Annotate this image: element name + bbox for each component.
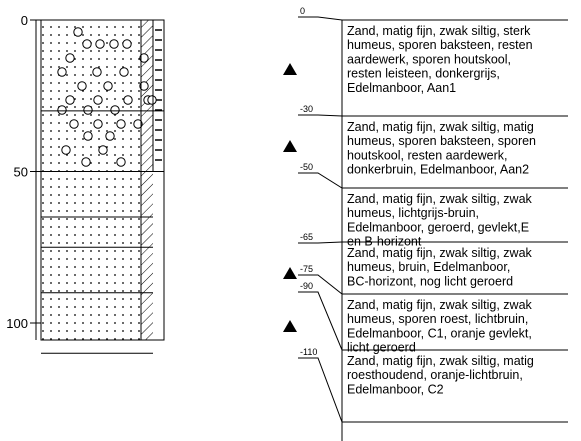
fragment-circle [123, 40, 131, 48]
fragment-circle [94, 96, 102, 104]
sample-marker-icon [283, 267, 297, 279]
layer-description-line: Zand, matig fijn, zwak siltig, zwak [347, 246, 533, 260]
depth-tick-label: 50 [14, 165, 28, 180]
fragment-circle [62, 146, 70, 154]
sample-marker-icon [283, 63, 297, 75]
layer-description-line: roesthoudend, oranje-lichtbruin, [347, 368, 523, 382]
fragment-circle [110, 40, 118, 48]
layer-description-line: Zand, matig fijn, zwak siltig, zwak [347, 298, 533, 312]
layer-description-line: humeus, sporen roest, lichtbruin, [347, 312, 528, 326]
fragment-circle [106, 132, 114, 140]
layer-description-line: humeus, bruin, Edelmanboor, [347, 260, 510, 274]
layer-description-line: Zand, matig fijn, zwak siltig, matig [347, 120, 534, 134]
fragment-circle [120, 68, 128, 76]
fragment-circle [82, 158, 90, 166]
fragment-circle [124, 96, 132, 104]
layer-depth-label: -90 [300, 281, 313, 291]
sample-markers [283, 63, 297, 332]
layer-description-line: Edelmanboor, C2 [347, 382, 444, 396]
silt-column [141, 20, 153, 340]
fragment-circle [84, 132, 92, 140]
layer-description-line: Edelmanboor, geroerd, gevlekt,E [347, 220, 529, 234]
fragment-circle [111, 106, 119, 114]
layer-description-line: aardewerk, sporen houtskool, [347, 52, 511, 66]
fragment-circle [74, 28, 82, 36]
fragment-circle [96, 40, 104, 48]
sample-marker-icon [283, 320, 297, 332]
layer-description-line: humeus, lichtgrijs-bruin, [347, 206, 479, 220]
layer-depth-label: -30 [300, 104, 313, 114]
fragment-circle [117, 158, 125, 166]
layer-depth-label: 0 [300, 6, 305, 16]
fragment-circle [94, 120, 102, 128]
layer-connector [298, 242, 568, 243]
fragment-circle [78, 82, 86, 90]
humus-column [153, 20, 164, 172]
fragment-circle [58, 68, 66, 76]
sample-marker-icon [283, 140, 297, 152]
fragment-circle [99, 146, 107, 154]
depth-axis: 0 50 100 [6, 13, 41, 340]
layer-description-line: Zand, matig fijn, zwak siltig, zwak [347, 192, 533, 206]
fragment-circle [104, 82, 112, 90]
fragment-circle [58, 106, 66, 114]
depth-tick-label: 0 [21, 13, 28, 28]
layer-description-line: BC-horizont, nog licht geroerd [347, 274, 513, 288]
fragment-circle [117, 120, 125, 128]
layer-depth-label: -110 [300, 347, 317, 357]
fragment-circle [84, 106, 92, 114]
layer-description-line: houtskool, resten aardewerk, [347, 148, 508, 162]
fragment-circle [93, 68, 101, 76]
layer-connector [298, 17, 568, 20]
layer-description-line: humeus, sporen baksteen, resten [347, 38, 533, 52]
layer-description-line: Zand, matig fijn, zwak siltig, matig [347, 354, 534, 368]
layer-description-line: Edelmanboor, Aan1 [347, 81, 456, 95]
fragment-circle [148, 96, 156, 104]
layer-description-line: resten leisteen, donkergrijs, [347, 67, 500, 81]
fragment-circle [70, 120, 78, 128]
layer-description-line: donkerbruin, Edelmanboor, Aan2 [347, 163, 529, 177]
layer-description-line: Edelmanboor, C1, oranje gevlekt, [347, 326, 532, 340]
layer-description-line: humeus, sporen baksteen, sporen [347, 134, 536, 148]
layer-depth-label: -50 [300, 162, 313, 172]
lithology-column [41, 20, 164, 353]
layer-description-line: Zand, matig fijn, zwak siltig, sterk [347, 24, 531, 38]
fragment-circle [66, 96, 74, 104]
fragment-circle [83, 40, 91, 48]
layer-depth-label: -65 [300, 232, 313, 242]
fragment-circle [66, 54, 74, 62]
layer-connector [298, 115, 568, 116]
layer-description-line: licht geroerd [347, 341, 416, 355]
layer-depth-label: -75 [300, 264, 313, 274]
depth-tick-label: 100 [6, 316, 28, 331]
